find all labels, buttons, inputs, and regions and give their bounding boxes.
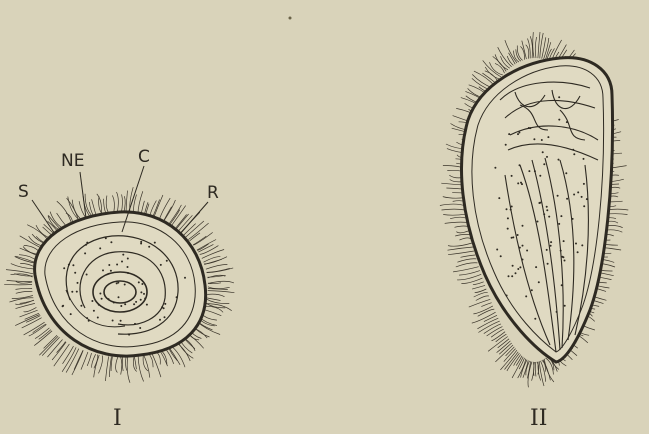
specks [289, 17, 292, 20]
label-c: C [138, 147, 150, 167]
figure-i-numeral: I [113, 406, 122, 431]
label-r: R [207, 183, 219, 203]
label-ne: NE [61, 151, 84, 171]
figure-ii-numeral: II [530, 406, 547, 431]
figure-i-seed-cross-section: S NE C R I [4, 147, 234, 431]
label-s: S [18, 182, 29, 202]
figure-ii-seed-coat [462, 58, 613, 362]
figure-ii-seed-longitudinal-section: II [440, 32, 628, 431]
